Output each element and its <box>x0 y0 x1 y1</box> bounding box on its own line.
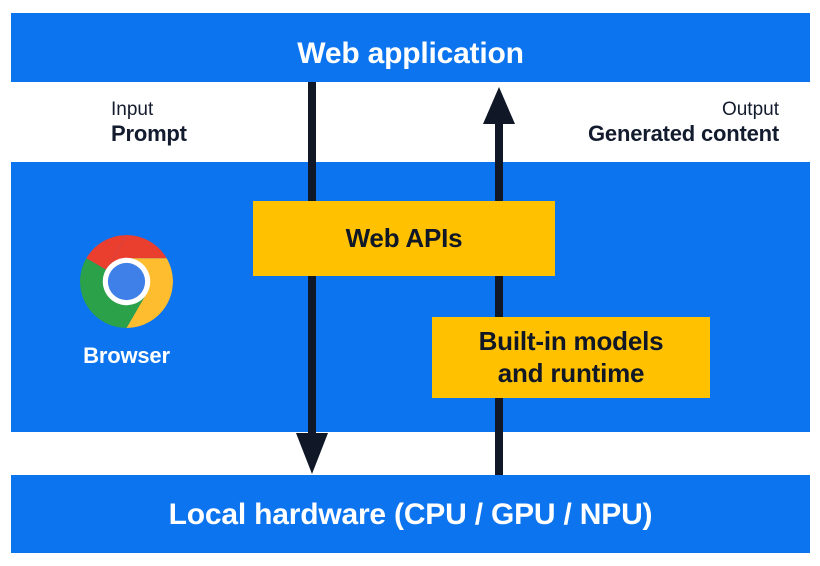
flow-input-kind: Input <box>111 99 154 120</box>
box-builtin-models-line1: Built-in models <box>478 325 664 356</box>
flow-input-value: Prompt <box>111 121 187 147</box>
chrome-logo-icon <box>80 235 173 328</box>
box-builtin-models-label: Built-in models and runtime <box>479 326 664 389</box>
band-local-hardware-label: Local hardware (CPU / GPU / NPU) <box>168 498 653 531</box>
band-web-application-label: Web application <box>297 37 524 70</box>
flow-label-input: Input Prompt <box>111 99 187 147</box>
flow-output-kind: Output <box>721 99 779 120</box>
box-builtin-models[interactable]: Built-in models and runtime <box>432 317 710 398</box>
flow-label-output: Output Generated content <box>588 99 779 147</box>
band-browser-label: Browser <box>83 343 170 368</box>
band-web-application: Web application <box>11 13 810 82</box>
box-web-apis[interactable]: Web APIs <box>253 201 555 276</box>
band-local-hardware: Local hardware (CPU / GPU / NPU) <box>11 475 810 553</box>
arrow-up-icon <box>483 87 515 475</box>
box-web-apis-label: Web APIs <box>345 223 463 253</box>
box-builtin-models-line2: and runtime <box>497 357 645 388</box>
flow-output-value: Generated content <box>588 121 779 147</box>
arrow-down-icon <box>296 82 328 474</box>
